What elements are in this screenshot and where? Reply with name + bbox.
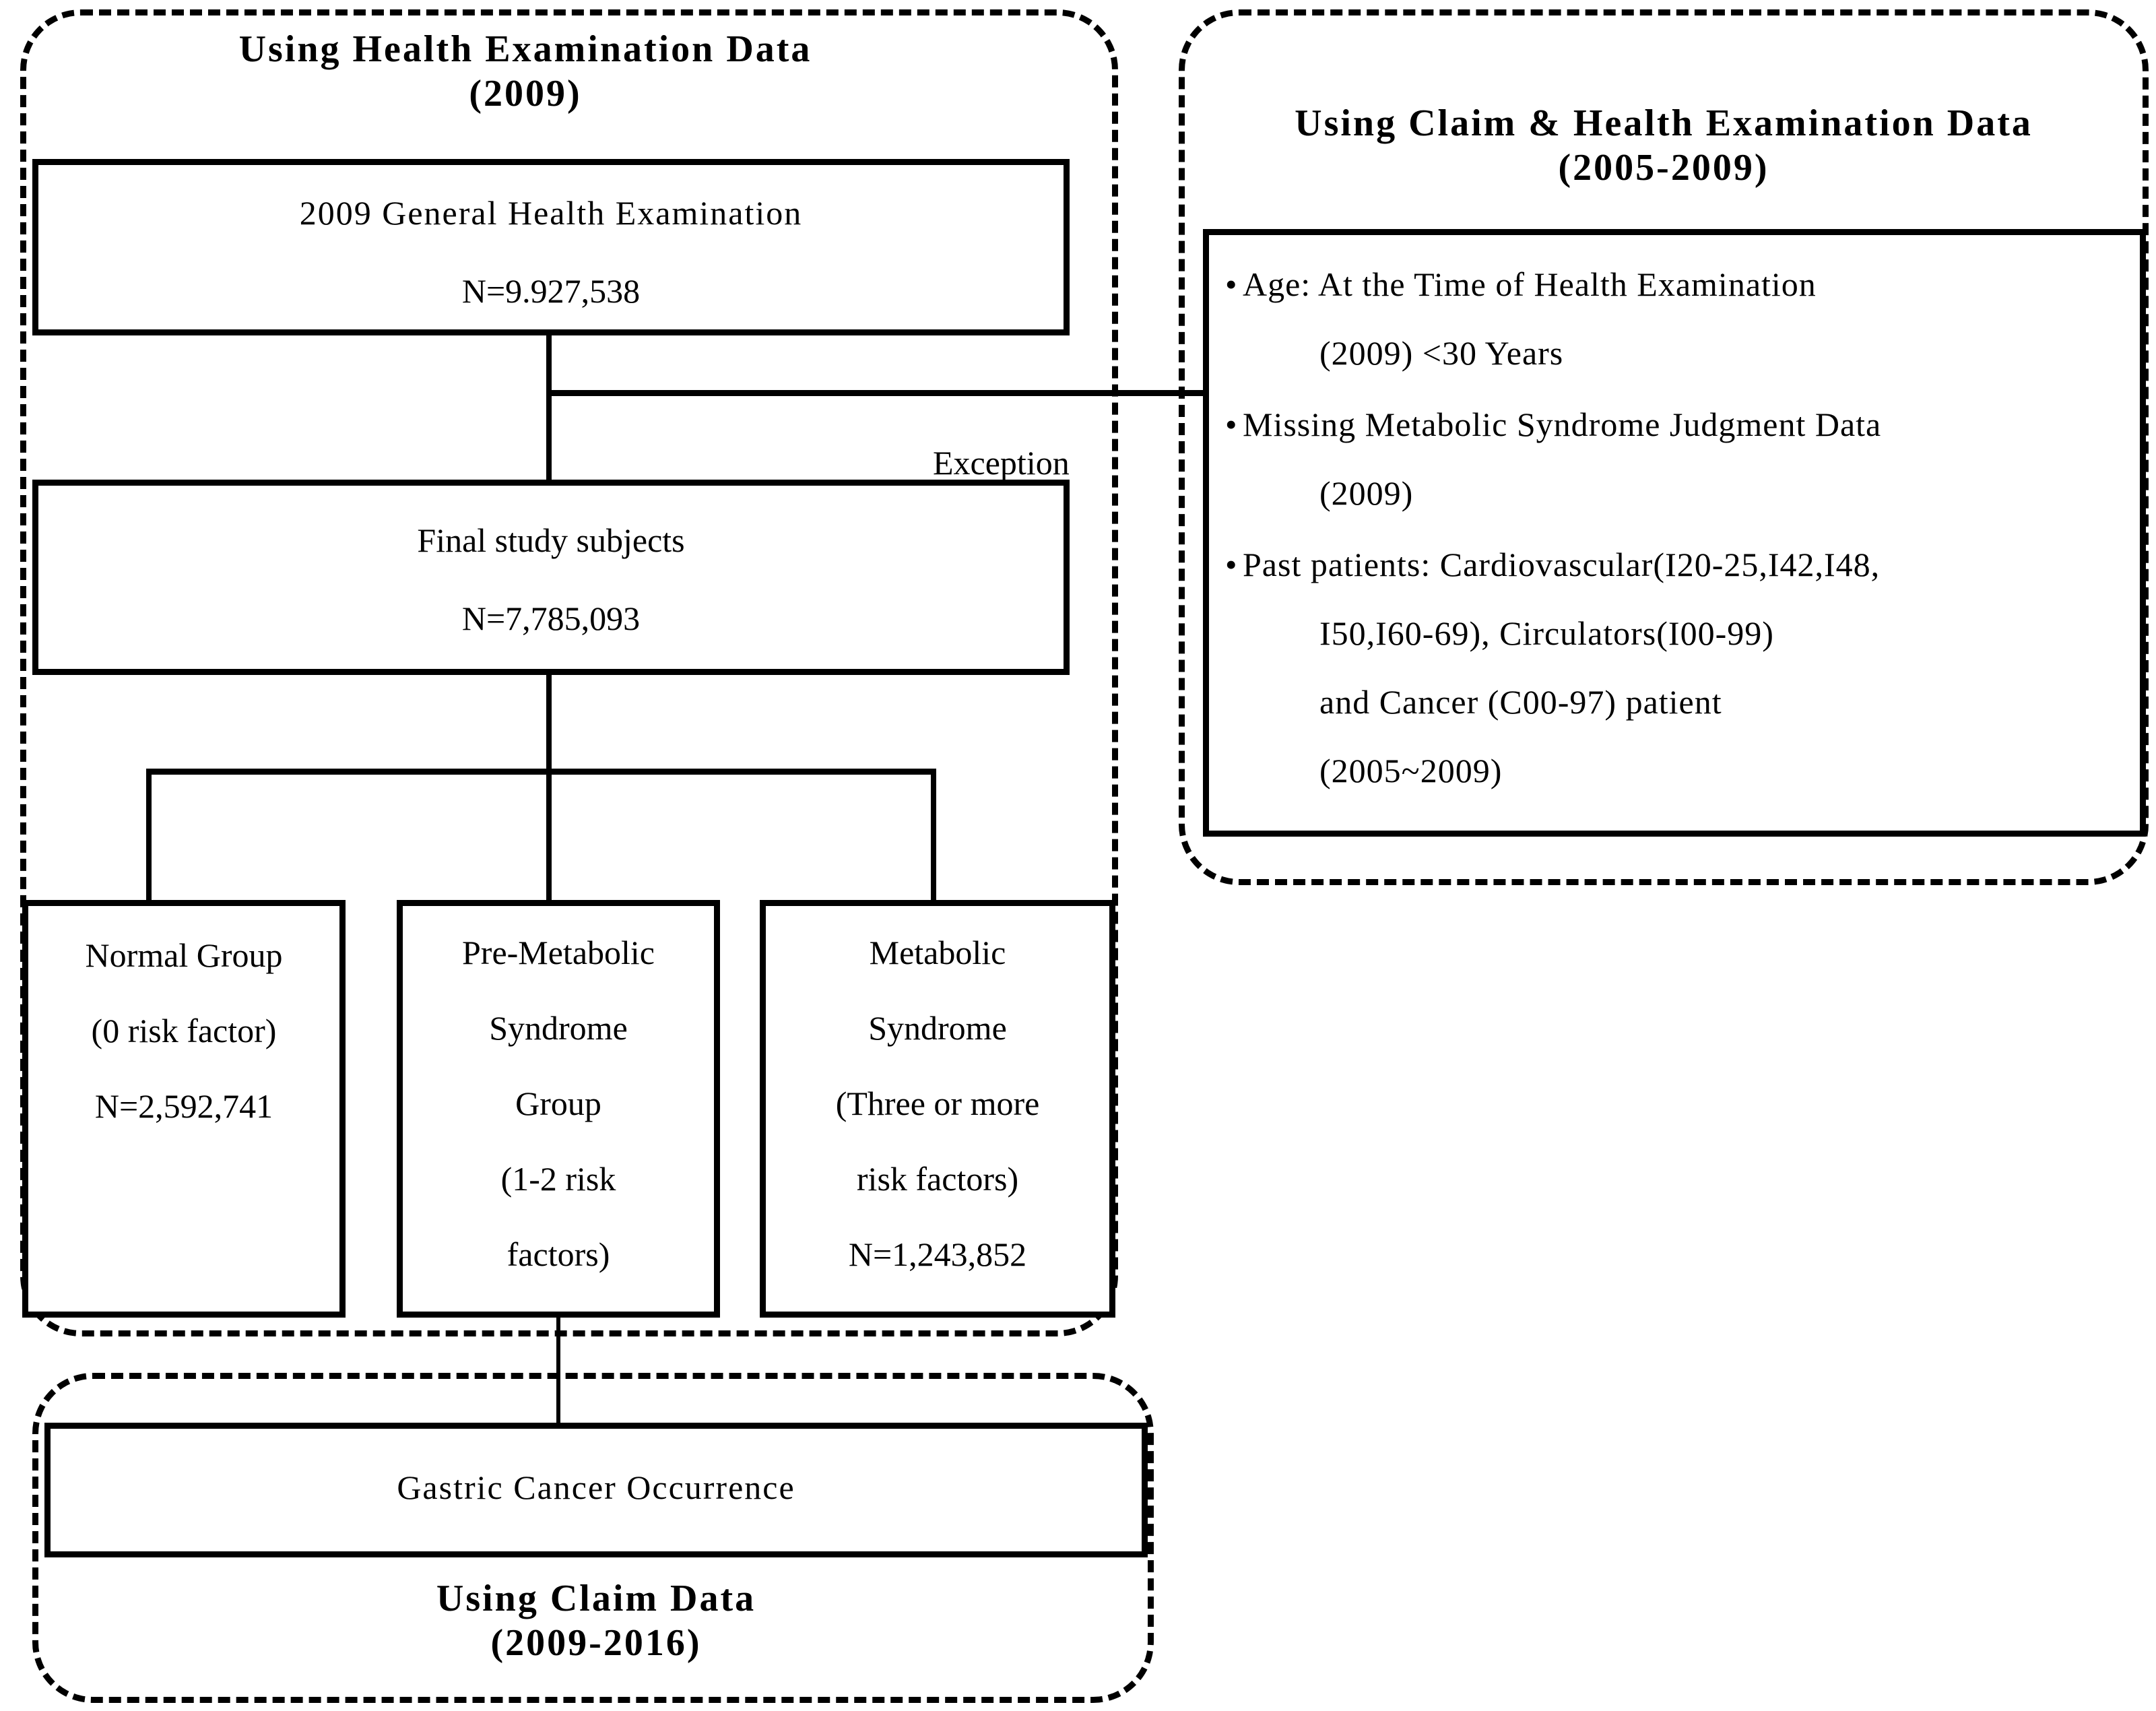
- connector-exception-horizontal: [546, 390, 1206, 396]
- bottom-group-title-line1: Using Claim Data: [436, 1578, 756, 1619]
- exclusion-criteria-item: • Missing Metabolic Syndrome Judgment Da…: [1225, 408, 2133, 510]
- left-group-title-line2: (2009): [469, 73, 582, 115]
- left-group-title-line1: Using Health Examination Data: [238, 28, 812, 70]
- pre-metabolic-group-box: Pre-Metabolic Syndrome Group (1-2 risk f…: [397, 900, 720, 1318]
- connector-drop-normal-group: [146, 769, 152, 903]
- connector-drop-metabolic-group: [931, 769, 936, 903]
- final-subjects-text: Final study subjects N=7,785,093: [38, 523, 1064, 635]
- outcome-text: Gastric Cancer Occurrence: [51, 1471, 1142, 1504]
- right-group-title-line2: (2005-2009): [1558, 147, 1769, 189]
- normal-group-line2: (0 risk factor): [91, 1012, 277, 1050]
- metabolic-group-line2: Syndrome: [868, 1009, 1007, 1047]
- exclusion-criteria-line: Age: At the Time of Health Examination: [1243, 265, 1817, 303]
- bullet-icon: •: [1225, 406, 1237, 443]
- final-subjects-line1: Final study subjects: [417, 521, 685, 559]
- exclusion-criteria-line: I50,I60-69), Circulators(I00-99): [1319, 614, 1774, 652]
- exception-label: Exception: [933, 444, 1070, 482]
- right-group-title-line1: Using Claim & Health Examination Data: [1295, 102, 2033, 144]
- metabolic-group-line1: Metabolic: [869, 934, 1006, 971]
- metabolic-group-line4: risk factors): [856, 1160, 1019, 1198]
- exclusion-criteria-box: • Age: At the Time of Health Examination…: [1203, 229, 2146, 837]
- bottom-group-title-line2: (2009-2016): [490, 1622, 702, 1665]
- exclusion-criteria-line: (2009) <30 Years: [1319, 334, 1564, 372]
- exclusion-criteria-list: • Age: At the Time of Health Examination…: [1225, 267, 2133, 787]
- left-group-title: Using Health Examination Data (2009): [135, 27, 916, 116]
- source-population-line1: 2009 General Health Examination: [299, 194, 803, 232]
- exclusion-criteria-line: Missing Metabolic Syndrome Judgment Data: [1243, 406, 1882, 443]
- exclusion-criteria-line: and Cancer (C00-97) patient: [1319, 683, 1722, 721]
- pre-metabolic-group-line1: Pre-Metabolic: [461, 934, 655, 971]
- pre-metabolic-group-line3: Group: [515, 1085, 601, 1122]
- bullet-icon: •: [1225, 546, 1237, 583]
- left-dashed-group-container: [20, 9, 1118, 1336]
- connector-groups-to-outcome-vertical: [556, 1315, 560, 1423]
- exclusion-criteria-line: (2009): [1319, 474, 1414, 512]
- normal-group-text: Normal Group (0 risk factor) N=2,592,741: [28, 938, 339, 1123]
- source-population-text: 2009 General Health Examination N=9.927,…: [38, 196, 1064, 308]
- bottom-dashed-group-container: [32, 1373, 1154, 1703]
- right-group-title: Using Claim & Health Examination Data (2…: [1180, 101, 2147, 190]
- metabolic-group-line3: (Three or more: [835, 1085, 1040, 1122]
- metabolic-group-text: Metabolic Syndrome (Three or more risk f…: [766, 936, 1109, 1271]
- connector-final-to-groups-vertical: [546, 674, 552, 903]
- normal-group-line1: Normal Group: [85, 936, 283, 974]
- normal-group-line3: N=2,592,741: [94, 1087, 273, 1125]
- final-subjects-box: Final study subjects N=7,785,093: [32, 480, 1070, 675]
- normal-group-box: Normal Group (0 risk factor) N=2,592,741: [22, 900, 346, 1318]
- final-subjects-line2: N=7,785,093: [461, 600, 641, 637]
- bullet-icon: •: [1225, 265, 1237, 303]
- exclusion-criteria-line: Past patients: Cardiovascular(I20-25,I42…: [1243, 546, 1881, 583]
- pre-metabolic-group-line5: factors): [507, 1235, 610, 1273]
- outcome-box: Gastric Cancer Occurrence: [44, 1423, 1148, 1557]
- exclusion-criteria-line: (2005~2009): [1319, 752, 1503, 789]
- source-population-box: 2009 General Health Examination N=9.927,…: [32, 159, 1070, 335]
- outcome-line1: Gastric Cancer Occurrence: [397, 1468, 795, 1506]
- bottom-group-title: Using Claim Data (2009-2016): [44, 1576, 1148, 1665]
- exclusion-criteria-item: • Past patients: Cardiovascular(I20-25,I…: [1225, 548, 2133, 787]
- metabolic-group-line5: N=1,243,852: [848, 1235, 1027, 1273]
- pre-metabolic-group-text: Pre-Metabolic Syndrome Group (1-2 risk f…: [403, 936, 714, 1271]
- pre-metabolic-group-line2: Syndrome: [489, 1009, 628, 1047]
- pre-metabolic-group-line4: (1-2 risk: [500, 1160, 616, 1198]
- metabolic-group-box: Metabolic Syndrome (Three or more risk f…: [760, 900, 1115, 1318]
- exclusion-criteria-item: • Age: At the Time of Health Examination…: [1225, 267, 2133, 370]
- source-population-line2: N=9.927,538: [461, 272, 641, 310]
- connector-groups-horizontal-bus: [148, 769, 936, 775]
- connector-source-to-final-vertical: [546, 334, 552, 516]
